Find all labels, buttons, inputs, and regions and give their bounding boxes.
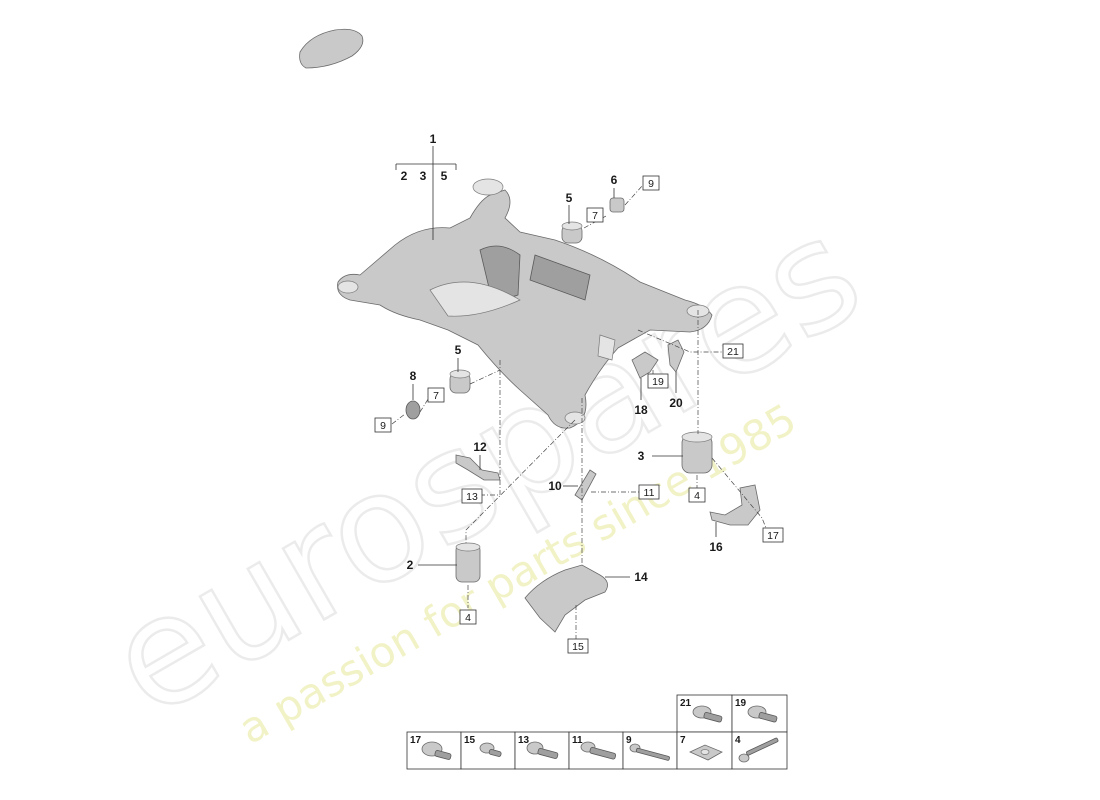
callout-1: 1 xyxy=(430,132,437,146)
svg-text:13: 13 xyxy=(518,735,530,746)
bushing-5-upper xyxy=(561,221,583,244)
box-label-17: 17 xyxy=(762,527,784,543)
svg-text:15: 15 xyxy=(464,735,476,746)
svg-text:9: 9 xyxy=(648,178,654,190)
box-label-13: 13 xyxy=(461,488,483,504)
bolt-hex-flange-icon xyxy=(421,741,452,760)
fastener-cell-4: 4 xyxy=(731,731,788,770)
bracket-20 xyxy=(667,339,685,373)
box-label-15: 15 xyxy=(567,638,589,654)
bolt-thin-long-icon xyxy=(738,737,779,763)
callout-6: 6 xyxy=(611,173,618,187)
callout-5-lower: 5 xyxy=(455,343,462,357)
svg-text:17: 17 xyxy=(410,735,422,746)
fastener-cell-11: 11 xyxy=(568,731,624,770)
box-label-21: 21 xyxy=(722,343,744,359)
boxed-labels: 7 9 7 9 13 4 11 17 xyxy=(374,175,784,654)
svg-text:19: 19 xyxy=(735,698,747,709)
callout-18: 18 xyxy=(634,403,648,417)
mount-2 xyxy=(455,542,481,583)
svg-text:4: 4 xyxy=(735,735,741,746)
box-label-9-upper: 9 xyxy=(642,175,660,191)
washer-plate-icon xyxy=(689,744,723,761)
svg-text:11: 11 xyxy=(572,735,583,746)
svg-text:17: 17 xyxy=(767,530,779,542)
callout-3: 3 xyxy=(638,449,645,463)
fastener-cell-9: 9 xyxy=(622,731,678,770)
callout-8: 8 xyxy=(410,369,417,383)
bushing-6 xyxy=(609,197,625,213)
box-label-7-upper: 7 xyxy=(586,207,604,223)
bolt-flanged-icon xyxy=(692,705,723,723)
box-label-4-right: 4 xyxy=(688,487,706,503)
fastener-cell-21: 21 xyxy=(676,694,733,733)
svg-text:21: 21 xyxy=(680,698,692,709)
bolt-long-icon xyxy=(580,741,617,760)
svg-text:11: 11 xyxy=(644,487,655,499)
bolt-thin-long-icon xyxy=(629,743,670,761)
fastener-cell-15: 15 xyxy=(460,731,516,770)
callout-2: 2 xyxy=(407,558,414,572)
box-label-11: 11 xyxy=(638,484,660,500)
callout-16: 16 xyxy=(709,540,723,554)
svg-text:7: 7 xyxy=(592,210,598,222)
fastener-cell-19: 19 xyxy=(731,694,788,733)
bushing-5-lower xyxy=(449,369,471,394)
fastener-table: 21 19 17 15 xyxy=(406,694,788,770)
svg-text:21: 21 xyxy=(727,346,739,358)
bolt-short-icon xyxy=(479,742,502,757)
box-label-7-lower: 7 xyxy=(427,387,445,403)
callout-1-sub-5: 5 xyxy=(441,169,448,183)
callout-1-sub-3: 3 xyxy=(420,169,427,183)
svg-text:9: 9 xyxy=(626,735,632,746)
clip-10 xyxy=(574,469,597,501)
bolt-hex-icon xyxy=(526,741,559,759)
fastener-cell-17: 17 xyxy=(406,731,462,770)
svg-text:7: 7 xyxy=(433,390,439,402)
fastener-cell-13: 13 xyxy=(514,731,570,770)
box-label-9-lower: 9 xyxy=(374,417,392,433)
callout-1-sub-2: 2 xyxy=(401,169,408,183)
fastener-cell-7: 7 xyxy=(676,731,733,770)
callout-10: 10 xyxy=(548,479,562,493)
box-label-4-left: 4 xyxy=(459,609,477,625)
car-silhouette-icon xyxy=(299,28,364,69)
box-label-19: 19 xyxy=(647,373,669,389)
svg-text:19: 19 xyxy=(652,376,664,388)
callout-labels: 1 2 3 5 5 6 5 8 12 3 10 2 14 16 18 20 xyxy=(401,132,723,584)
callout-5-upper: 5 xyxy=(566,191,573,205)
washer-8 xyxy=(405,400,421,420)
bracket-16 xyxy=(709,484,761,526)
svg-text:4: 4 xyxy=(694,490,700,502)
svg-text:15: 15 xyxy=(572,641,584,653)
rear-subframe xyxy=(337,178,713,429)
mount-3 xyxy=(681,431,713,474)
svg-text:9: 9 xyxy=(380,420,386,432)
bracket-14 xyxy=(524,564,608,633)
dashed-connectors xyxy=(391,184,767,639)
svg-text:13: 13 xyxy=(466,491,478,503)
callout-14: 14 xyxy=(634,570,648,584)
callout-12: 12 xyxy=(473,440,487,454)
svg-text:7: 7 xyxy=(680,735,686,746)
bracket-18 xyxy=(631,351,659,379)
callout-20: 20 xyxy=(669,396,683,410)
leader-lines xyxy=(395,146,717,578)
svg-text:4: 4 xyxy=(465,612,471,624)
bolt-flanged-icon xyxy=(747,705,778,723)
